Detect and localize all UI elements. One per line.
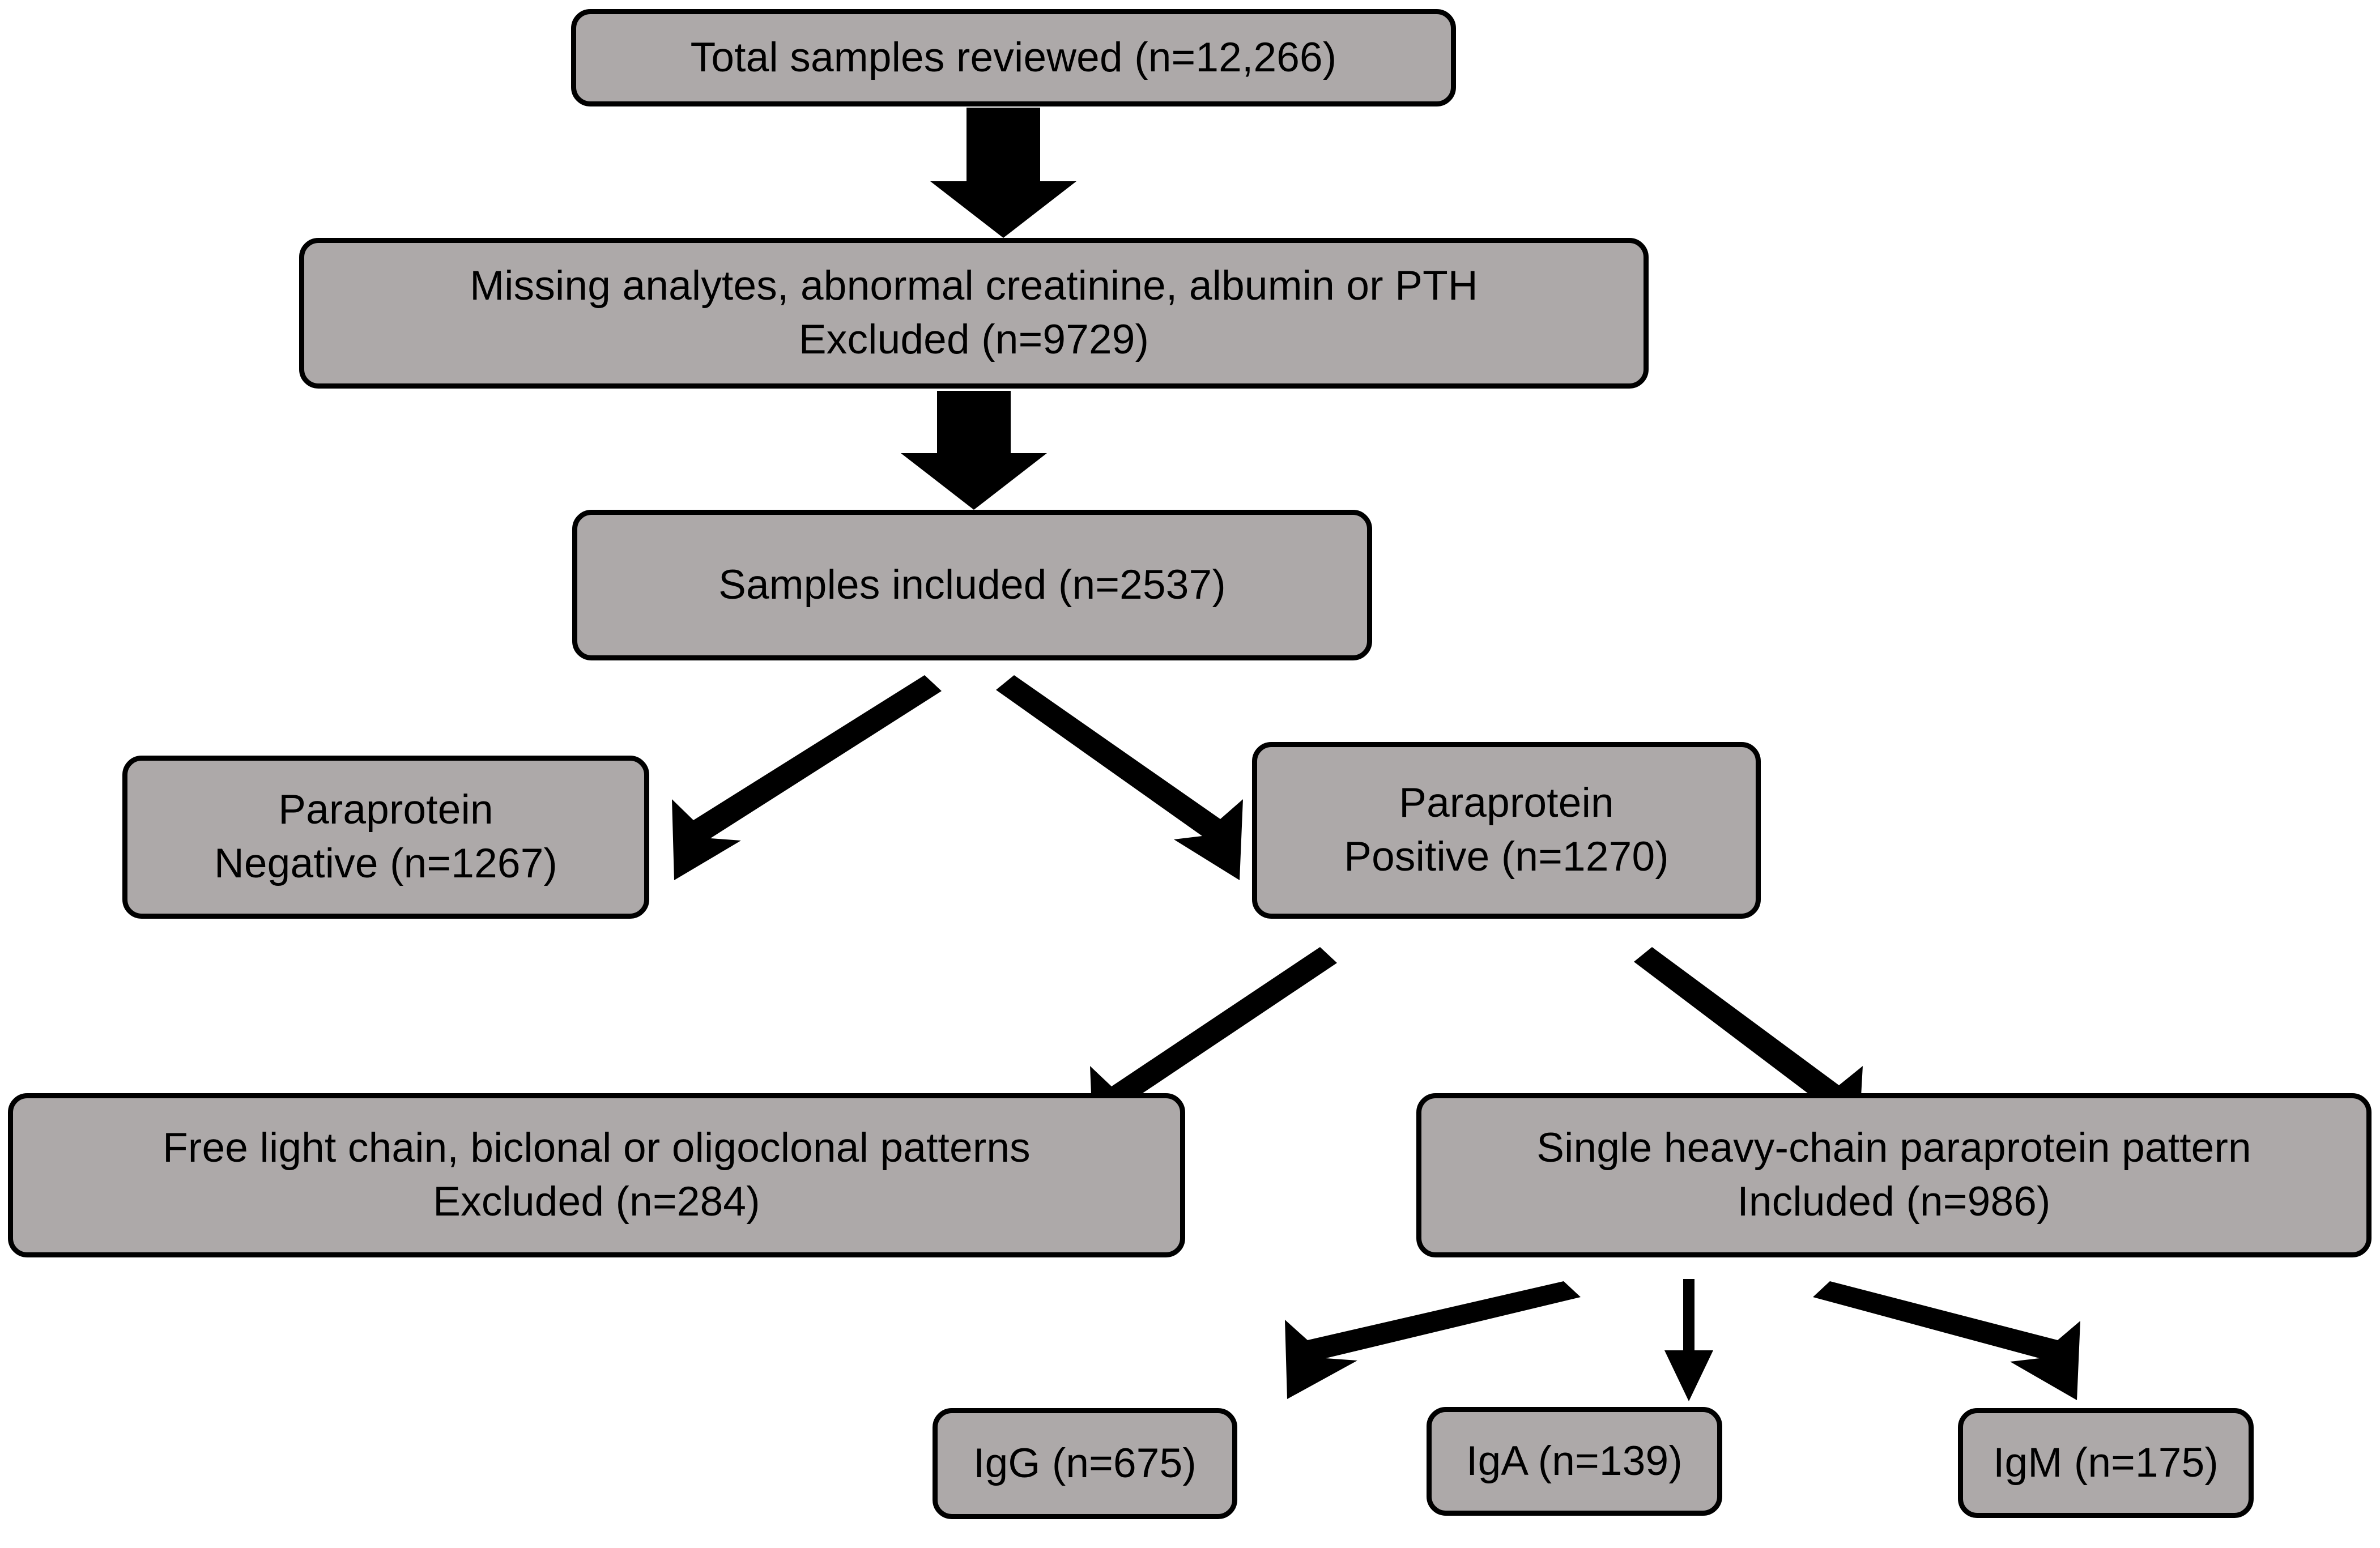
node-label: Total samples reviewed (n=12,266): [690, 34, 1337, 80]
node-single-heavy-chain[interactable]: Single heavy-chain paraprotein pattern I…: [1416, 1093, 2372, 1257]
node-excluded-analytes[interactable]: Missing analytes, abnormal creatinine, a…: [299, 238, 1649, 389]
edge-positive-to-excluded-patterns: [1090, 947, 1337, 1148]
edge-single-to-iga: [1664, 1279, 1713, 1401]
edge-included-to-negative: [672, 675, 942, 880]
edge-excluded-to-included: [901, 391, 1047, 510]
node-label: IgA (n=139): [1466, 1438, 1683, 1484]
node-label: Free light chain, biclonal or oligoclona…: [163, 1125, 1031, 1225]
node-label: IgG (n=675): [973, 1440, 1197, 1486]
node-iga[interactable]: IgA (n=139): [1427, 1407, 1722, 1516]
node-label: Paraprotein Negative (n=1267): [214, 787, 558, 886]
node-label: Samples included (n=2537): [718, 561, 1226, 608]
edge-single-to-igm: [1813, 1281, 2080, 1400]
node-label: Single heavy-chain paraprotein pattern I…: [1536, 1125, 2251, 1225]
node-igm[interactable]: IgM (n=175): [1958, 1408, 2254, 1518]
node-samples-included[interactable]: Samples included (n=2537): [572, 510, 1372, 660]
node-label: IgM (n=175): [1993, 1439, 2219, 1486]
edge-included-to-positive: [996, 675, 1243, 880]
node-igg[interactable]: IgG (n=675): [933, 1408, 1237, 1519]
node-total-samples[interactable]: Total samples reviewed (n=12,266): [571, 9, 1456, 106]
edge-positive-to-single-heavy: [1634, 947, 1863, 1148]
node-paraprotein-positive[interactable]: Paraprotein Positive (n=1270): [1252, 742, 1761, 919]
node-excluded-patterns[interactable]: Free light chain, biclonal or oligoclona…: [8, 1093, 1185, 1257]
edge-total-to-excluded: [930, 108, 1076, 238]
edge-single-to-igg: [1285, 1281, 1581, 1399]
node-paraprotein-negative[interactable]: Paraprotein Negative (n=1267): [122, 756, 649, 919]
node-label: Paraprotein Positive (n=1270): [1344, 780, 1669, 880]
node-label: Missing analytes, abnormal creatinine, a…: [470, 263, 1478, 363]
